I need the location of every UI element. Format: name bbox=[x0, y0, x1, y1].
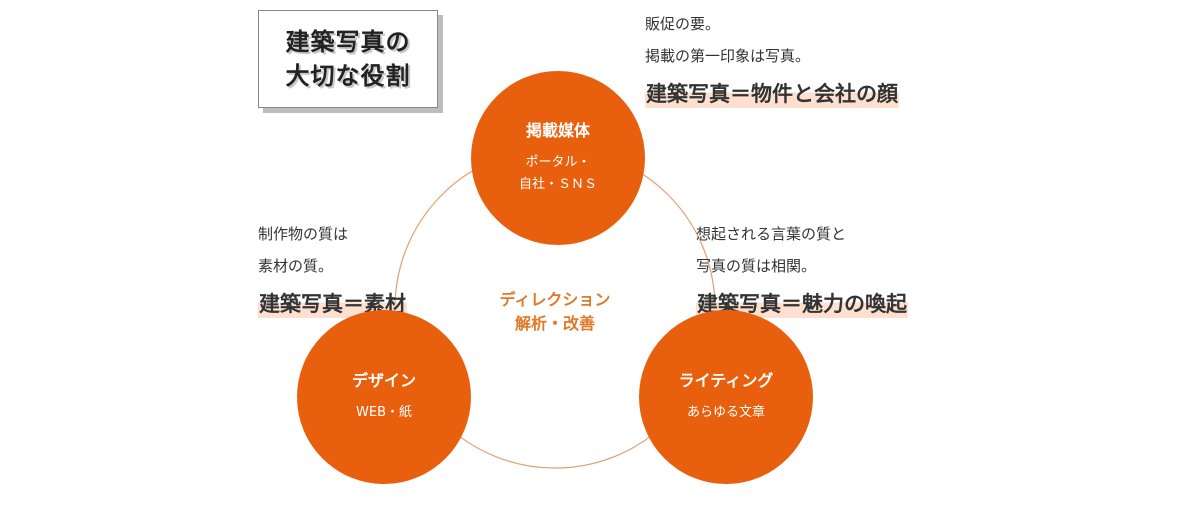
center-label: ディレクション 解析・改善 bbox=[460, 288, 650, 336]
node-writing-sub: あらゆる文章 bbox=[686, 405, 765, 420]
node-writing: ライティング あらゆる文章 bbox=[639, 310, 813, 484]
note-left-line-2: 素材の質。 bbox=[258, 257, 334, 275]
note-top-line-2: 掲載の第一印象は写真。 bbox=[645, 47, 811, 65]
title-line-2: 大切な役割 bbox=[285, 62, 411, 90]
node-design-sub: WEB・紙 bbox=[356, 405, 412, 420]
title-box: 建築写真の 大切な役割 bbox=[258, 10, 438, 108]
center-label-line-1: ディレクション bbox=[499, 290, 611, 309]
center-label-line-2: 解析・改善 bbox=[514, 314, 595, 333]
node-design: デザイン WEB・紙 bbox=[297, 310, 471, 484]
note-right-line-2: 写真の質は相関。 bbox=[696, 257, 817, 275]
node-media-sub-1: ポータル・ bbox=[525, 155, 591, 170]
note-right: 想起される言葉の質と 写真の質は相関。 建築写真＝魅力の喚起 bbox=[696, 224, 908, 318]
note-right-line-1: 想起される言葉の質と bbox=[696, 225, 847, 243]
node-design-title: デザイン bbox=[351, 371, 416, 390]
note-left: 制作物の質は 素材の質。 建築写真＝素材 bbox=[258, 224, 407, 318]
node-media-title: 掲載媒体 bbox=[525, 121, 590, 140]
note-left-line-1: 制作物の質は bbox=[258, 225, 349, 243]
node-media: 掲載媒体 ポータル・ 自社・ＳＮＳ bbox=[471, 71, 645, 245]
title-line-1: 建築写真の bbox=[285, 28, 411, 56]
note-top: 販促の要。 掲載の第一印象は写真。 建築写真＝物件と会社の顔 bbox=[645, 14, 899, 108]
node-media-sub-2: 自社・ＳＮＳ bbox=[518, 177, 597, 192]
node-writing-title: ライティング bbox=[678, 371, 774, 390]
note-top-line-1: 販促の要。 bbox=[645, 15, 721, 33]
note-top-highlight: 建築写真＝物件と会社の顔 bbox=[645, 80, 899, 108]
